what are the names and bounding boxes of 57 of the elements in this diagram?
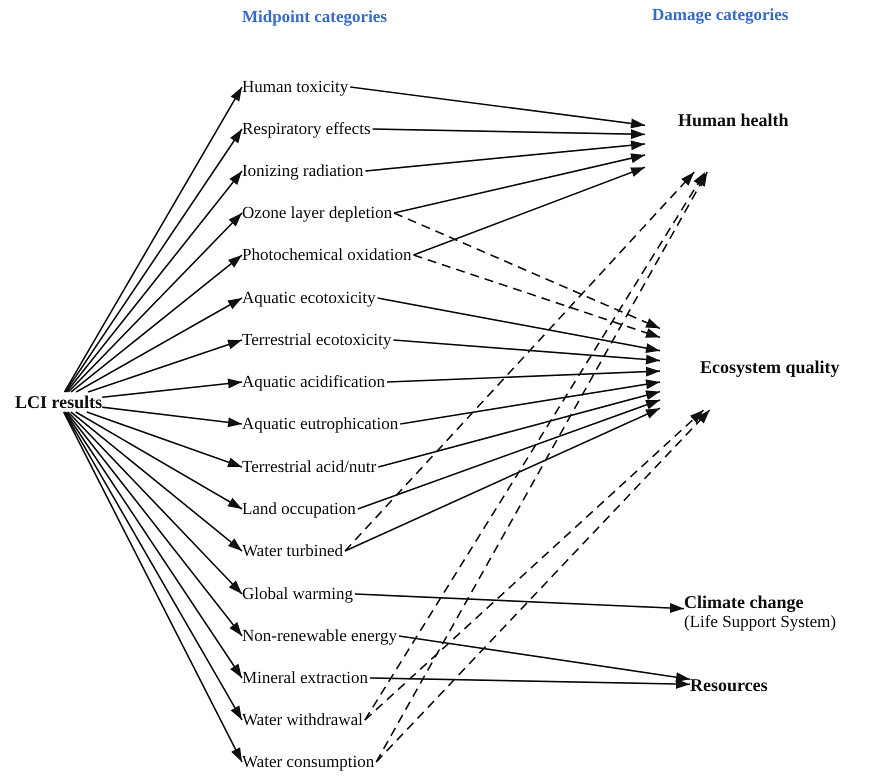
- arrow: [344, 408, 660, 552]
- arrow: [372, 128, 646, 140]
- arrow: [358, 399, 660, 510]
- arrow: [70, 254, 242, 393]
- arrow: [370, 677, 690, 689]
- damage-category: Human health: [645, 100, 810, 172]
- midpoint-category: Aquatic acidification: [242, 372, 386, 392]
- midpoint-category: Water consumption: [242, 752, 374, 772]
- midpoint-category: Global warming: [242, 584, 353, 604]
- midpoint-category: Terrestrial ecotoxicity: [242, 330, 392, 350]
- midpoint-category: Land occupation: [242, 499, 356, 519]
- midpoint-category: Photochemical oxidation: [242, 245, 412, 265]
- midpoint-category: Aquatic eutrophication: [242, 414, 398, 434]
- arrow: [400, 379, 660, 425]
- arrow: [413, 166, 646, 256]
- arrow: [68, 411, 243, 595]
- arrow: [66, 412, 243, 636]
- dashed-arrow: [394, 212, 660, 330]
- midpoint-category: Ionizing radiation: [242, 161, 364, 181]
- arrow: [350, 86, 646, 128]
- damage-category: Resources: [690, 675, 768, 695]
- arrow: [76, 297, 242, 393]
- column-heading: Damage categories: [652, 5, 788, 25]
- subtitle: (Life Support System): [684, 612, 836, 632]
- midpoint-category: Terrestrial acid/nutr: [242, 457, 376, 477]
- arrow: [387, 366, 660, 383]
- midpoint-category: Non-renewable energy: [242, 626, 397, 646]
- dashed-arrow: [344, 171, 695, 552]
- arrow: [378, 390, 660, 468]
- midpoint-category: Mineral extraction: [242, 668, 368, 688]
- arrow: [354, 593, 684, 613]
- damage-category: Climate change: [684, 592, 804, 612]
- arrow: [68, 212, 243, 393]
- midpoint-category: Water withdrawal: [242, 710, 363, 730]
- dashed-arrow: [364, 409, 704, 721]
- arrow: [66, 170, 243, 392]
- damage-category: Ecosystem quality: [660, 325, 840, 410]
- arrow: [365, 140, 646, 172]
- arrow: [70, 411, 242, 552]
- arrow: [102, 406, 242, 428]
- source-label: LCI results: [15, 392, 102, 412]
- dashed-arrow: [413, 254, 660, 338]
- midpoint-category: Human toxicity: [242, 77, 348, 97]
- dashed-arrow: [376, 409, 710, 763]
- arrow: [86, 411, 242, 468]
- midpoint-category: Water turbined: [242, 541, 344, 561]
- column-heading: Midpoint categories: [242, 7, 387, 27]
- arrow: [88, 339, 242, 393]
- arrow: [398, 635, 690, 682]
- arrow: [393, 339, 660, 364]
- midpoint-category: Respiratory effects: [242, 119, 371, 139]
- arrow: [102, 378, 242, 398]
- midpoint-category: Ozone layer depletion: [242, 203, 392, 223]
- midpoint-category: Aquatic ecotoxicity: [242, 288, 376, 308]
- arrow: [75, 411, 242, 510]
- arrow: [377, 297, 660, 354]
- arrow: [394, 153, 646, 214]
